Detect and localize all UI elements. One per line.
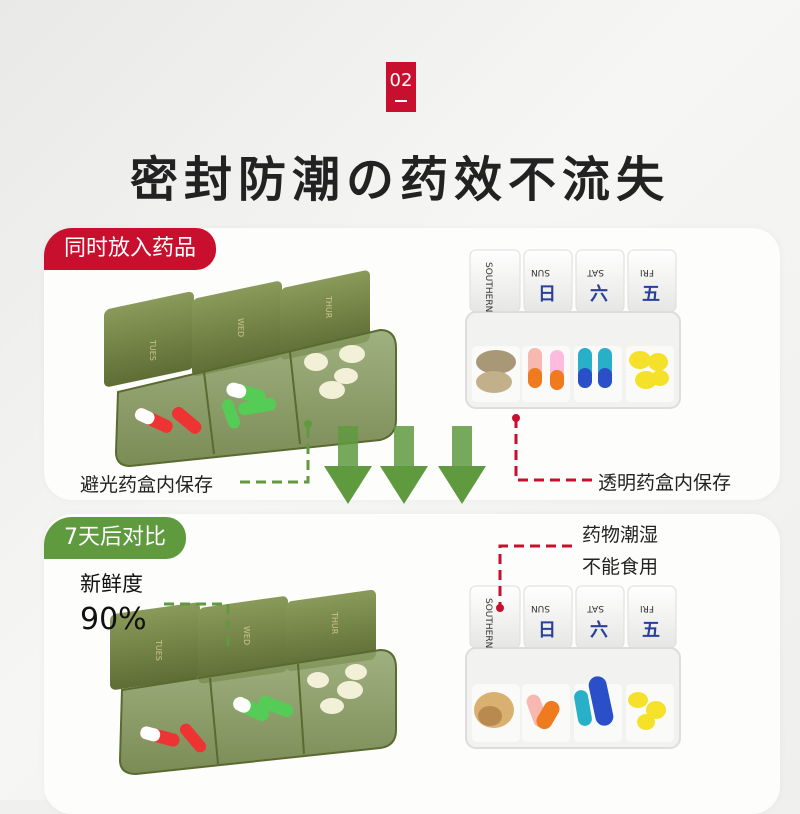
- leader-line-right-top: [514, 418, 596, 482]
- clear-pill-box-bottom: [465, 585, 681, 749]
- badge-underline: [395, 100, 407, 102]
- clear-lid-label: SAT: [587, 603, 604, 613]
- clear-lid-label: SUN: [531, 267, 550, 277]
- clear-lid-cn-label: 六: [590, 283, 608, 305]
- arrow-down-icon: [438, 426, 486, 504]
- section-number-badge: 02: [386, 62, 416, 112]
- clear-lid-label: FRI: [640, 603, 654, 613]
- green-lid-label: WED: [242, 626, 251, 645]
- clear-lid-label: SAT: [587, 267, 604, 277]
- tag-after-7-days: 7天后对比: [44, 517, 186, 559]
- clear-lid-cn-label: 六: [590, 619, 608, 641]
- green-pill-box-top: [104, 270, 397, 468]
- arrow-down-icon: [324, 426, 372, 504]
- green-lid-label: TUES: [154, 639, 163, 661]
- caption-clear-box: 透明药盒内保存: [598, 472, 732, 494]
- clear-lid-cn-label: 五: [642, 620, 660, 641]
- clear-lid-cn-label: 日: [538, 620, 556, 641]
- green-lid-label: WED: [236, 318, 245, 337]
- clear-lid-label: FRI: [640, 267, 654, 277]
- green-pill-box-bottom: [110, 589, 397, 776]
- tag-initial-condition: 同时放入药品: [44, 228, 217, 270]
- clear-pill-box-top: [465, 249, 681, 409]
- arrow-down-icon: [380, 426, 428, 504]
- green-lid-label: THUR: [324, 295, 333, 319]
- clear-lid-label: SOUTHERN: [483, 262, 493, 312]
- green-lid-label: TUES: [148, 339, 157, 361]
- caption-opaque-box: 避光药盒内保存: [80, 474, 214, 496]
- clear-lid-label: SUN: [531, 603, 550, 613]
- clear-lid-cn-label: 五: [642, 284, 660, 305]
- down-arrow-icons: [324, 426, 486, 504]
- freshness-label: 新鲜度: [80, 572, 143, 596]
- freshness-value: 90%: [80, 602, 147, 637]
- clear-lid-label: SOUTHERN: [483, 598, 493, 648]
- page-title: 密封防潮の药效不流失: [129, 152, 670, 208]
- leader-line-left-bottom: [164, 602, 230, 652]
- green-lid-label: THUR: [330, 611, 339, 635]
- section-number: 02: [389, 70, 413, 91]
- clear-lid-cn-label: 日: [538, 284, 556, 305]
- leader-line-right-bottom: [498, 544, 572, 608]
- warning-line-1: 药物潮湿: [582, 524, 659, 546]
- leader-line-left-top: [240, 424, 310, 484]
- warning-line-2: 不能食用: [582, 556, 659, 578]
